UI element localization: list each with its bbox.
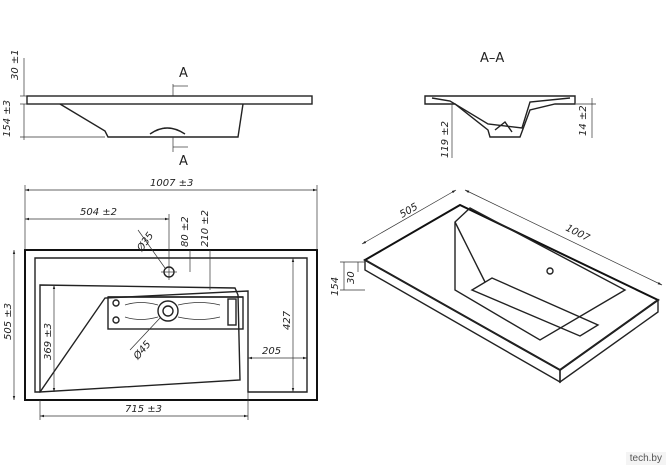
section-title: A–A: [480, 51, 504, 66]
drain-grate: [124, 302, 221, 320]
side-rim: [26, 95, 313, 105]
dim-total-width: 1007 ±3: [150, 178, 193, 189]
dim-section-depth: 119 ±2: [440, 121, 451, 158]
dim-bowl-width: 715 ±3: [125, 404, 162, 415]
dim-bowl-height: 427: [282, 310, 293, 330]
section-inner: [431, 97, 571, 129]
iso-channel: [470, 277, 600, 337]
top-view: 1007 ±3 504 ±2 Ø35 80 ±2 210 ±2 505 ±3 3…: [3, 178, 318, 420]
iso-view: 505 1007 154 30: [330, 189, 663, 384]
section-mark-top: A: [179, 66, 188, 81]
iso-dim-height: 154: [330, 277, 341, 296]
iso-dim-rim: 30: [346, 271, 357, 284]
dim-shelf: 205: [262, 346, 281, 357]
dim-depth-left: 505 ±3: [3, 303, 14, 340]
side-drain-bump: [149, 127, 186, 135]
dim-hole-top: 80 ±2: [180, 216, 191, 247]
top-counter-edge: [34, 257, 308, 393]
dim-hole-offset: 504 ±2: [80, 207, 117, 218]
channel-hole-1: [112, 299, 120, 307]
top-outline: [24, 249, 318, 401]
iso-dim-depth: 505: [398, 202, 420, 221]
section-outline: [424, 95, 576, 138]
channel-hole-2: [112, 316, 120, 324]
dim-hole-y: 210 ±2: [200, 210, 211, 247]
section-view: A–A 119 ±2 14 ±2: [424, 51, 596, 158]
iso-side-face: [559, 298, 659, 384]
top-channel: [107, 296, 244, 330]
drain-inner: [162, 305, 174, 317]
dim-bowl-depth: 369 ±3: [43, 323, 54, 360]
iso-front-face: [364, 258, 561, 384]
iso-faucet-hole: [546, 267, 554, 275]
section-mark-bottom: A: [179, 154, 188, 169]
dim-side-top: 30 ±1: [10, 49, 21, 80]
dim-side-height: 154 ±3: [2, 100, 13, 137]
side-bowl-profile: [59, 103, 244, 138]
iso-dim-width: 1007: [564, 223, 592, 245]
dim-drain-diameter: Ø45: [130, 338, 153, 362]
dim-section-right: 14 ±2: [578, 105, 589, 136]
channel-end: [227, 298, 237, 326]
side-view: A A 30 ±1 154 ±3: [2, 49, 313, 169]
drain-outer: [157, 300, 179, 322]
section-drain: [494, 120, 513, 133]
watermark: tech.by: [625, 452, 666, 465]
top-bowl: [39, 284, 241, 393]
